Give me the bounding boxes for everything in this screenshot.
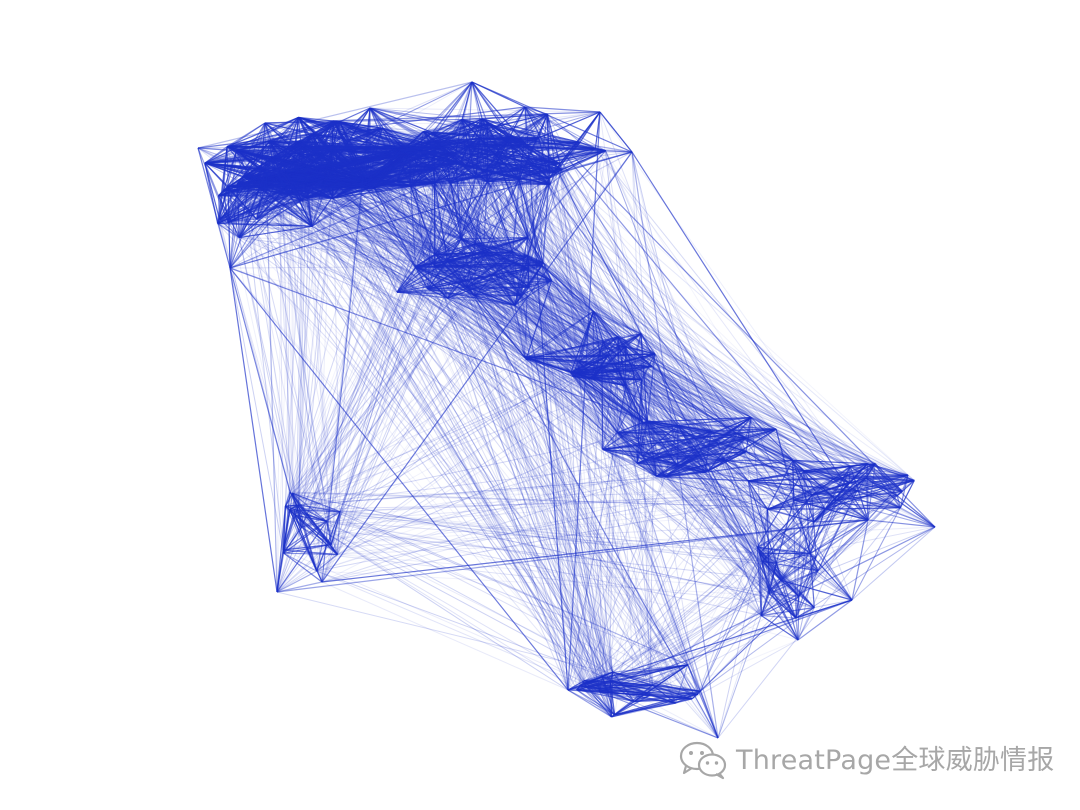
watermark-text: ThreatPage全球威胁情报	[736, 744, 1055, 776]
watermark: ThreatPage全球威胁情报	[678, 738, 1054, 782]
wechat-icon	[679, 741, 727, 780]
